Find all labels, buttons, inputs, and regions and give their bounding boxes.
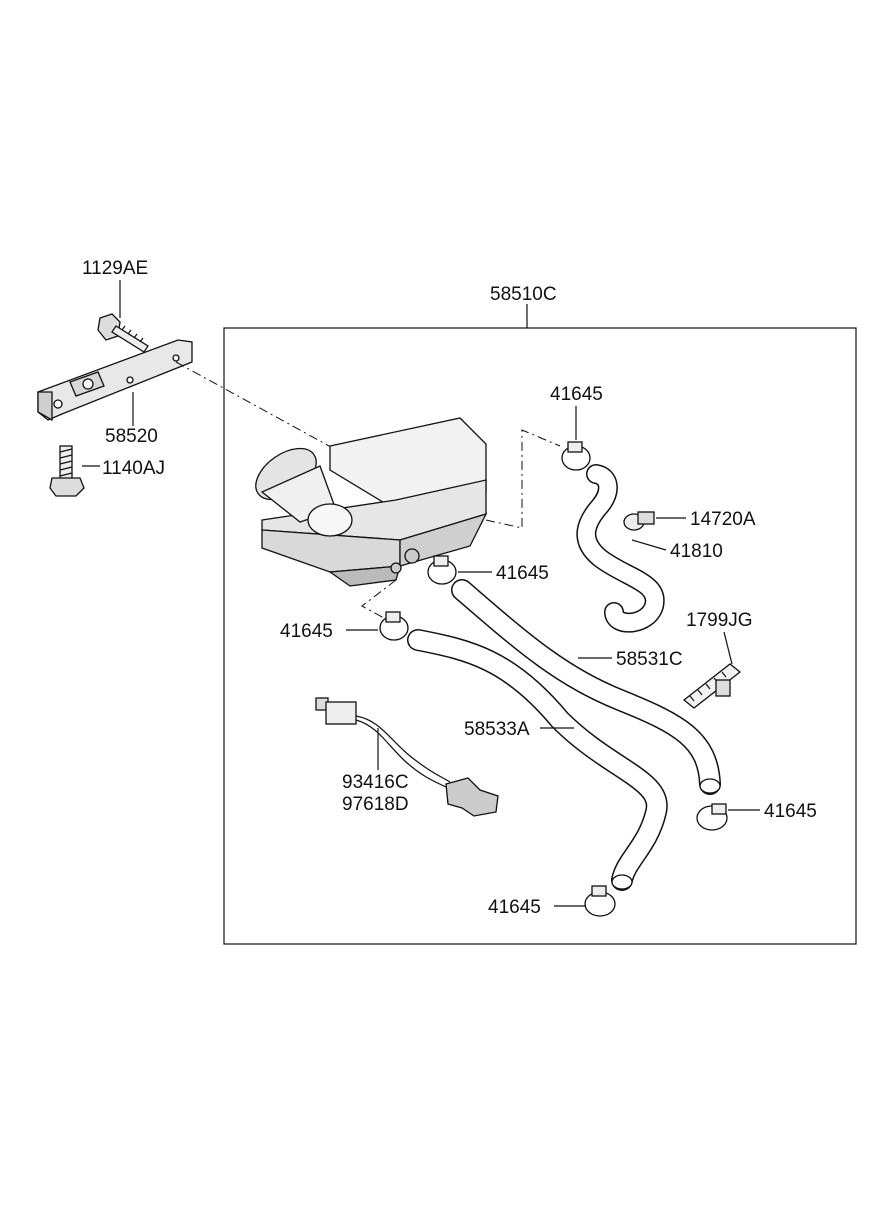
hose-58531c bbox=[452, 580, 720, 794]
hose-58533a bbox=[408, 630, 667, 890]
bolt-1129ae bbox=[97, 280, 149, 353]
bracket-58520 bbox=[37, 339, 193, 426]
bolt-1140aj bbox=[49, 445, 100, 497]
clamp-41645-top bbox=[561, 406, 591, 471]
guide-line-58533a bbox=[361, 579, 397, 619]
label-58533a: 58533A bbox=[464, 719, 530, 740]
clip-14720a bbox=[623, 511, 686, 531]
label-41810: 41810 bbox=[670, 541, 723, 562]
label-93416c: 93416C bbox=[342, 772, 409, 793]
leader-41810 bbox=[631, 539, 667, 551]
hose-41810 bbox=[577, 465, 664, 632]
label-1129ae: 1129AE bbox=[82, 258, 148, 279]
label-97618d: 97618D bbox=[342, 794, 409, 815]
guide-line-41810 bbox=[485, 429, 561, 529]
label-41645-top: 41645 bbox=[550, 384, 603, 405]
label-14720a: 14720A bbox=[690, 509, 756, 530]
clamp-41645-right bbox=[696, 803, 760, 831]
canister-body bbox=[255, 417, 488, 587]
wire-harness bbox=[315, 697, 499, 817]
label-41645-right: 41645 bbox=[764, 801, 817, 822]
label-41645-mid: 41645 bbox=[496, 563, 549, 584]
label-1799jg: 1799JG bbox=[686, 610, 753, 631]
label-58510c: 58510C bbox=[490, 284, 557, 305]
clamp-41645-bottom bbox=[554, 885, 616, 917]
label-58520: 58520 bbox=[105, 426, 158, 447]
strap-1799jg bbox=[682, 631, 742, 709]
assembly-frame bbox=[223, 327, 857, 945]
label-1140aj: 1140AJ bbox=[102, 458, 165, 479]
clamp-41645-mid bbox=[427, 555, 492, 585]
label-41645-bottom: 41645 bbox=[488, 897, 541, 918]
clamp-41645-left bbox=[346, 611, 409, 641]
label-41645-left: 41645 bbox=[280, 621, 333, 642]
label-58531c: 58531C bbox=[616, 649, 683, 670]
bracket-guide-line bbox=[175, 361, 341, 453]
